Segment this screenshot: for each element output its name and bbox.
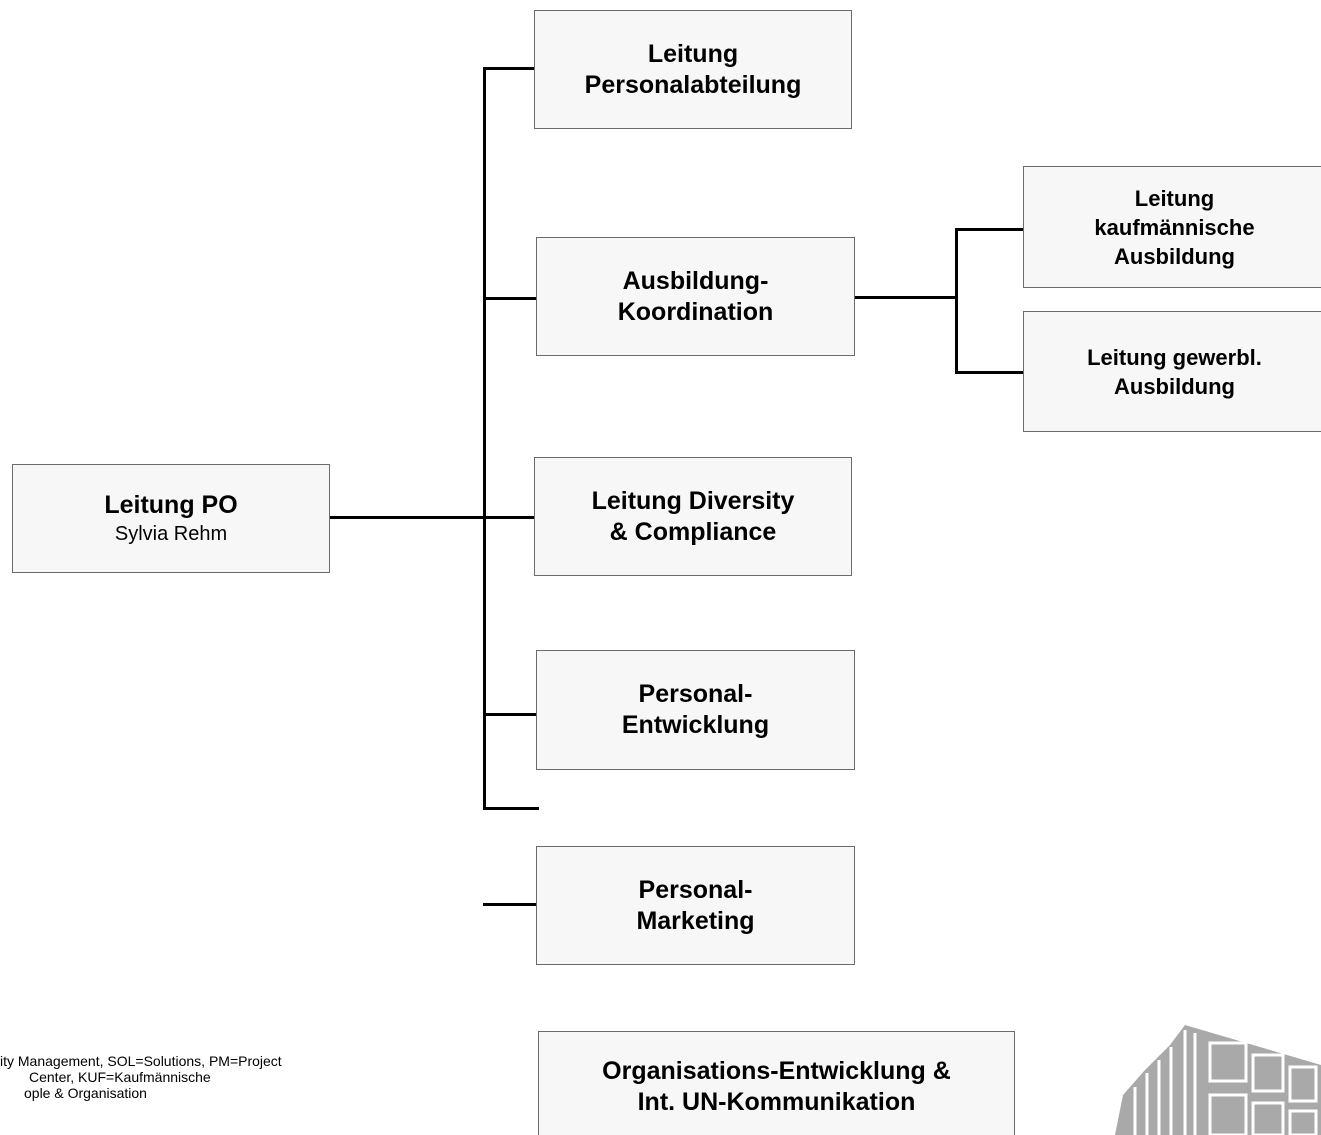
node-personal-entwicklung[interactable]: Personal- Entwicklung: [536, 650, 855, 770]
connector-branch-personalmarketing: [483, 903, 537, 906]
node-title: Personal- Entwicklung: [621, 680, 770, 739]
connector-branch-personalentwicklung: [483, 713, 537, 716]
connector-branch-organisationsentwicklung: [483, 807, 539, 810]
node-title: Personal- Marketing: [636, 875, 755, 935]
connector-branch-personalabteilung: [483, 67, 535, 70]
node-leitung-kaufmaennische-ausbildung[interactable]: Leitung kaufmännische Ausbildung: [1023, 166, 1321, 288]
node-leitung-diversity-compliance[interactable]: Leitung Diversity & Compliance: [534, 457, 852, 576]
footnote-legend: ity Management, SOL=Solutions, PM=Projec…: [0, 1053, 372, 1135]
node-title: Leitung gewerbl. Ausbildung: [1087, 344, 1262, 399]
connector-sub-trunk: [955, 228, 958, 374]
building-logo-icon: [1115, 1025, 1321, 1135]
node-subtitle: Sylvia Rehm: [114, 523, 228, 545]
node-title: Ausbildung- Koordination: [617, 266, 774, 326]
footnote-line: ople & Organisation: [24, 1085, 147, 1101]
node-title: Organisations-Entwicklung & Int. UN-Komm…: [602, 1057, 951, 1116]
node-leitung-personalabteilung[interactable]: Leitung Personalabteilung: [534, 10, 852, 129]
connector-branch-ausbildung: [483, 297, 537, 300]
connector-branch-kaufmaennisch: [955, 228, 1024, 231]
node-title: Leitung Diversity & Compliance: [591, 486, 795, 546]
connector-branch-gewerblich: [955, 371, 1024, 374]
node-leitung-po[interactable]: Leitung PO Sylvia Rehm: [12, 464, 330, 573]
node-title: Leitung PO: [104, 491, 238, 519]
node-title: Leitung Personalabteilung: [584, 39, 802, 99]
footnote-line: ity Management, SOL=Solutions, PM=Projec…: [0, 1053, 282, 1069]
connector-root-to-trunk: [329, 516, 538, 519]
node-personal-marketing[interactable]: Personal- Marketing: [536, 846, 855, 965]
node-organisations-entwicklung[interactable]: Organisations-Entwicklung & Int. UN-Komm…: [538, 1031, 1015, 1135]
footnote-line: Center, KUF=Kaufmännische: [29, 1069, 211, 1085]
connector-ausbildung-to-subtrunk: [854, 296, 956, 299]
node-leitung-gewerbliche-ausbildung[interactable]: Leitung gewerbl. Ausbildung: [1023, 311, 1321, 432]
node-title: Leitung kaufmännische Ausbildung: [1094, 185, 1255, 269]
connector-main-trunk: [483, 67, 486, 810]
node-ausbildung-koordination[interactable]: Ausbildung- Koordination: [536, 237, 855, 356]
